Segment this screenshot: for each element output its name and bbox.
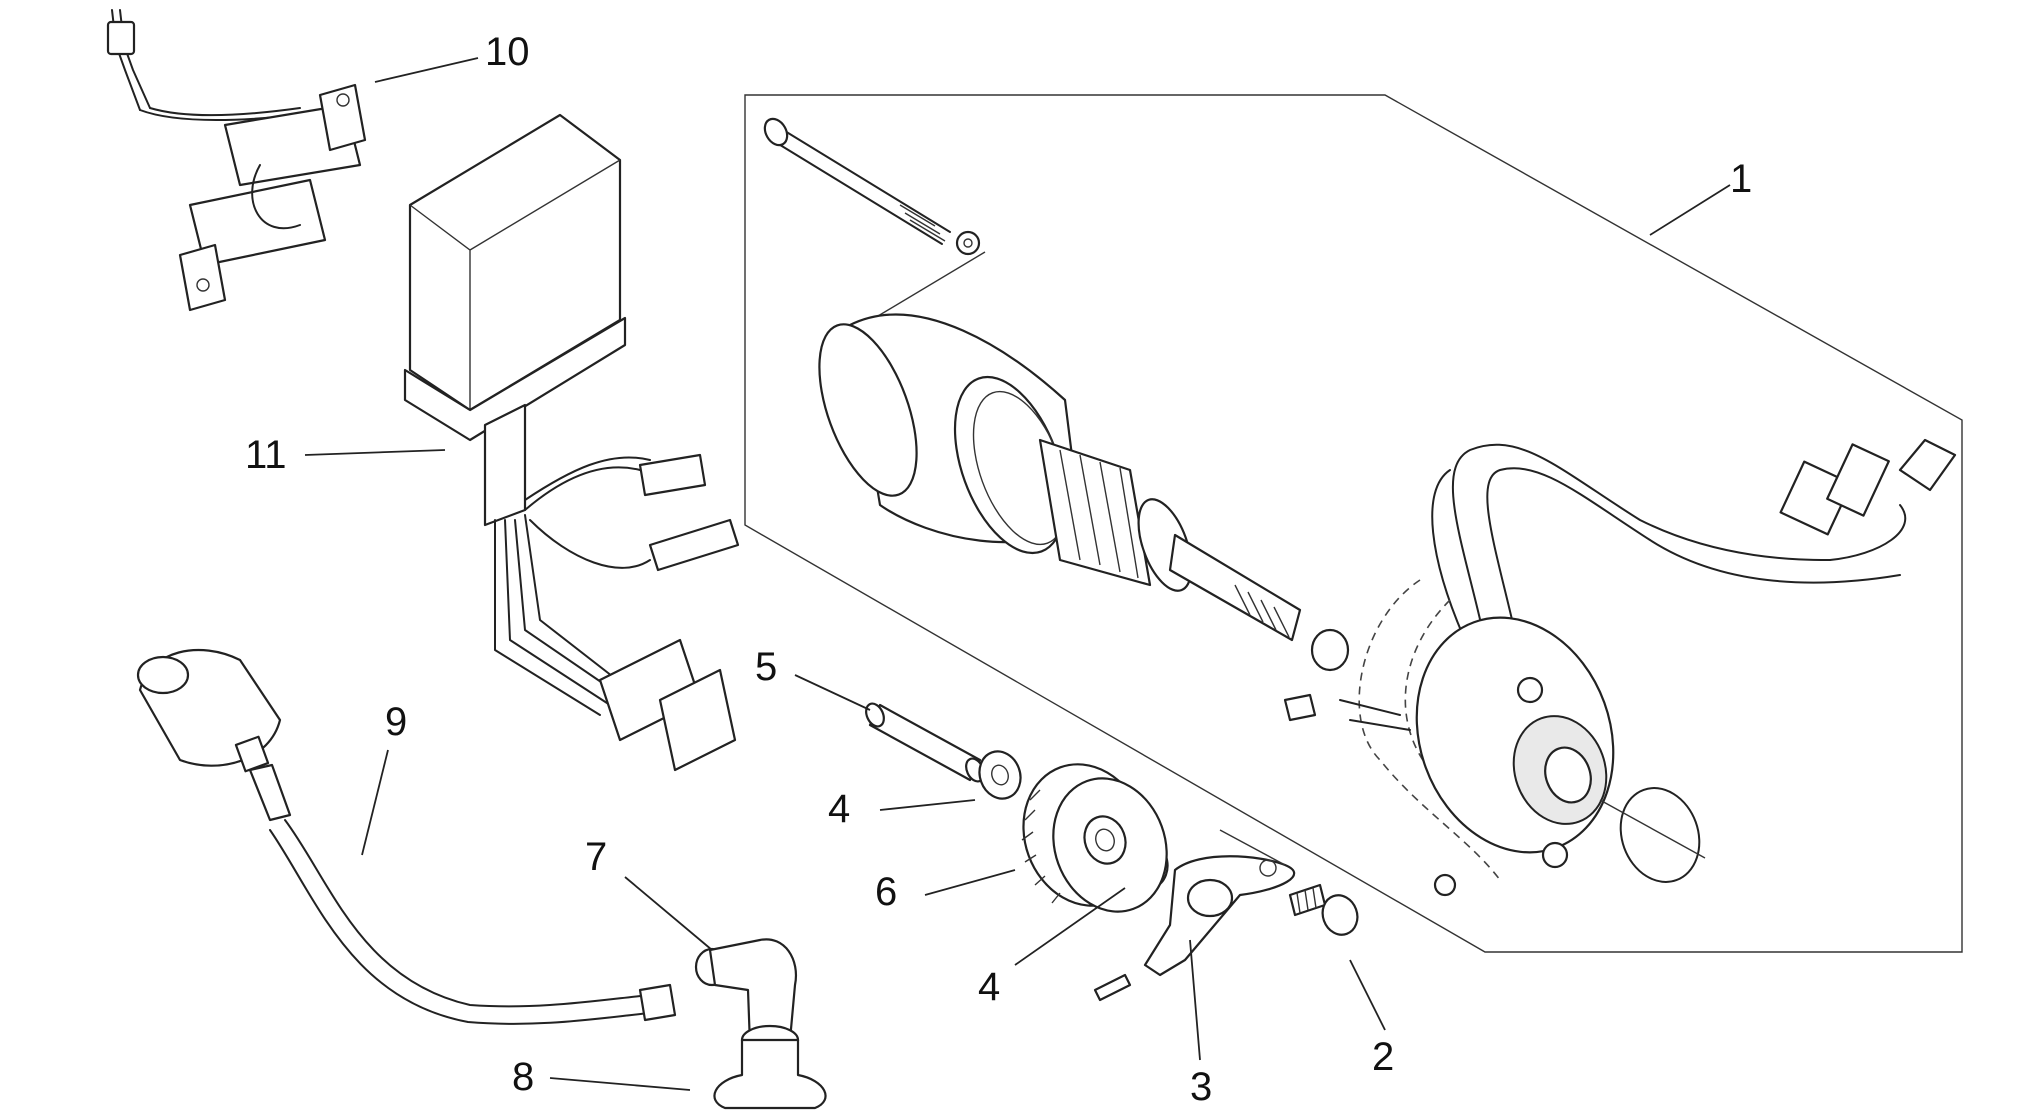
- callout-11: 11: [245, 433, 287, 477]
- leader-4a: [879, 799, 976, 811]
- callout-4b: 4: [978, 965, 1000, 1009]
- armature-washer: [1310, 628, 1350, 672]
- callout-1: 1: [1730, 157, 1752, 201]
- gear-shaft: [865, 702, 985, 783]
- reduction-gear: [1021, 763, 1168, 913]
- callout-4a: 4: [828, 787, 850, 831]
- leader-9: [361, 749, 389, 856]
- callout-7: 7: [585, 835, 607, 879]
- callout-6: 6: [875, 870, 897, 914]
- armature: [1038, 438, 1302, 642]
- through-bolt: [763, 117, 981, 256]
- callout-5: 5: [755, 645, 777, 689]
- leader-1: [1649, 184, 1731, 236]
- leader-6: [924, 869, 1016, 896]
- callout-9: 9: [385, 700, 407, 744]
- leader-7: [624, 876, 713, 951]
- leader-11: [304, 449, 446, 456]
- leader-5: [794, 674, 871, 711]
- end-cap-o-ring: [1619, 787, 1701, 883]
- motor-housing: [818, 313, 1082, 555]
- leader-2: [1349, 959, 1386, 1031]
- washer-upper: [978, 750, 1022, 800]
- leader-4b: [1014, 887, 1126, 966]
- ignition-coil: [136, 648, 677, 1025]
- relay-bracket: [106, 9, 367, 312]
- leader-8: [549, 1077, 691, 1091]
- callout-2: 2: [1372, 1035, 1394, 1079]
- plug-cap-boot: [713, 1024, 827, 1110]
- motor-end-cap: [1283, 579, 1615, 897]
- callout-10: 10: [485, 30, 530, 74]
- motor-wire-harness: [1431, 438, 1957, 666]
- screw: [1288, 883, 1359, 936]
- cdi-unit: [403, 113, 740, 772]
- leader-3: [1189, 939, 1201, 1061]
- kit-outline-box: [744, 94, 1963, 953]
- sensor-bracket: [1093, 829, 1296, 1002]
- callout-8: 8: [512, 1055, 534, 1099]
- leader-10: [374, 57, 479, 83]
- callout-3: 3: [1190, 1065, 1212, 1109]
